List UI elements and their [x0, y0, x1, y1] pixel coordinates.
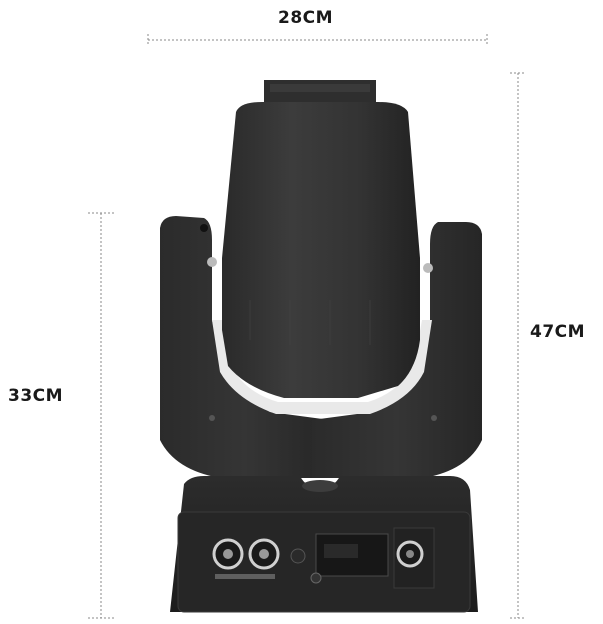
right-pivot-knob	[423, 263, 433, 273]
total-height-dimension-label: 47CM	[530, 322, 586, 342]
fixture-head	[222, 102, 420, 398]
right-yoke-arm	[312, 222, 482, 478]
width-dimension-line	[147, 34, 488, 46]
arm-height-dimension-line	[88, 212, 114, 619]
arm-height-dimension-label: 33CM	[8, 386, 64, 406]
left-yoke-arm	[160, 216, 330, 478]
width-dimension-label: 28CM	[278, 8, 334, 28]
total-height-dimension-line	[510, 72, 526, 619]
fuse-icon	[290, 548, 306, 564]
left-pivot-knob	[207, 257, 217, 267]
